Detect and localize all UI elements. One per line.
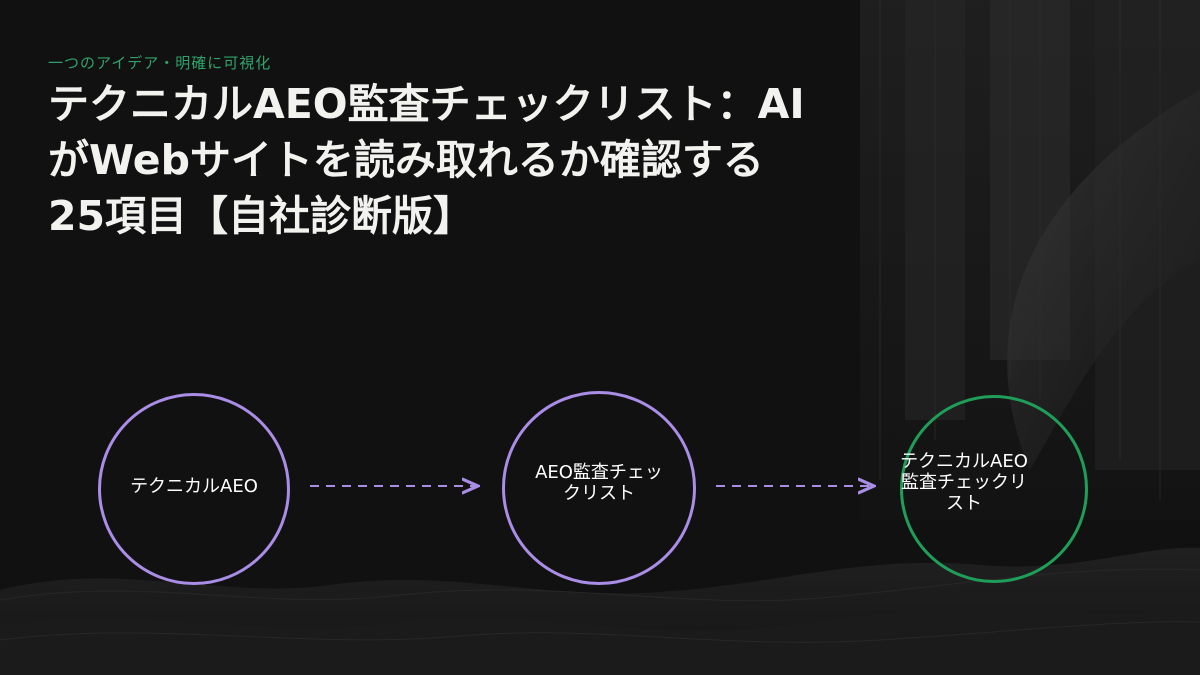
node-technical-aeo-label: テクニカルAEO [130,476,258,497]
node-technical-aeo [98,393,290,585]
node-aeo-audit-checklist [502,391,696,585]
kicker-text: 一つのアイデア・明確に可視化 [48,54,272,72]
node-technical-aeo-audit-checklist-label: テクニカルAEO 監査チェックリ スト [900,451,1028,514]
node-aeo-audit-checklist-label: AEO監査チェッ クリスト [535,462,663,504]
node-technical-aeo-audit-checklist [900,395,1088,583]
page-title: テクニカルAEO監査チェックリスト：AIがWebサイトを読み取れるか確認する25… [48,80,805,240]
